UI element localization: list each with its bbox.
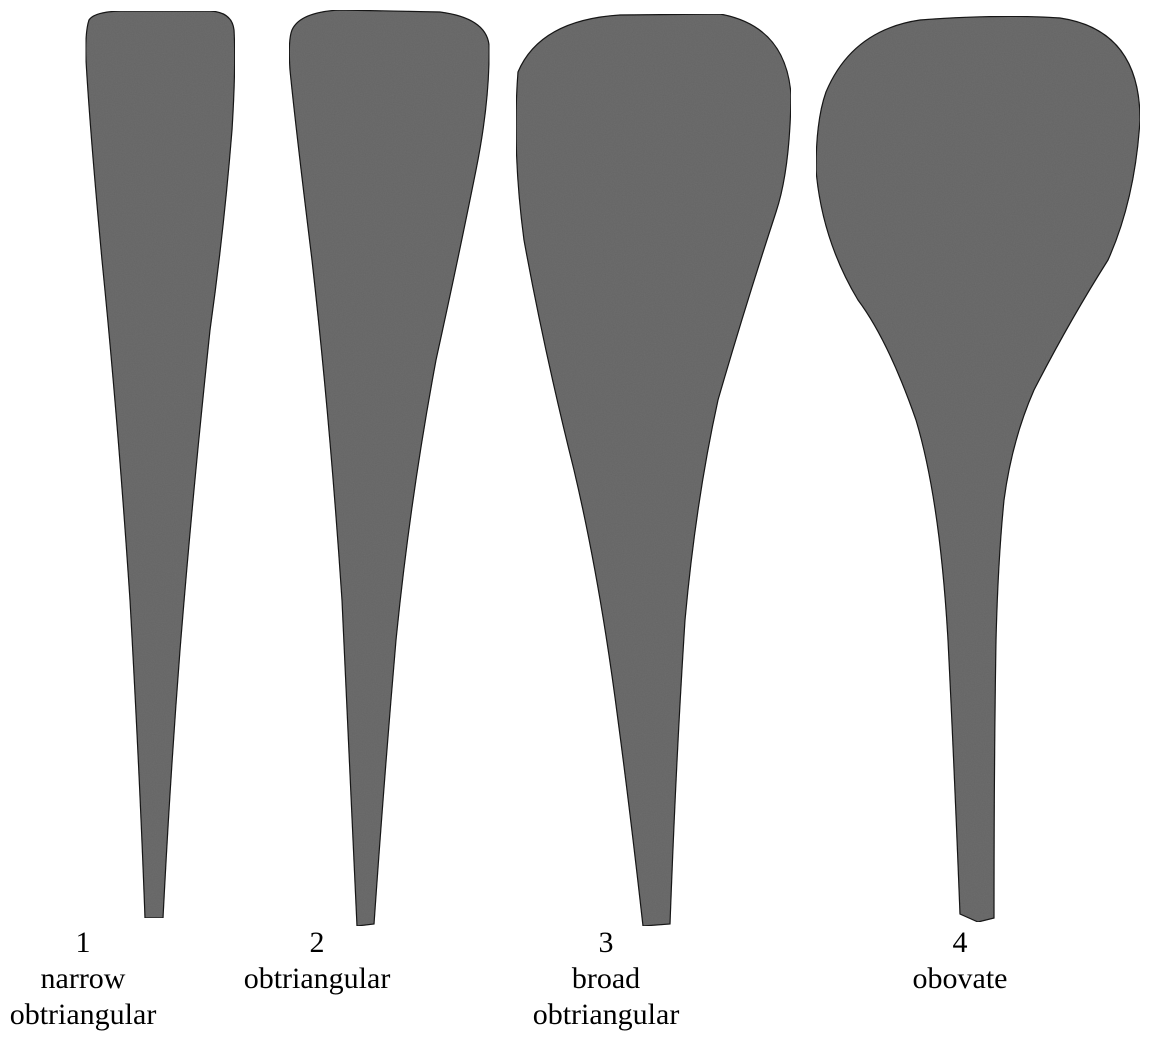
shape-4-obovate (816, 16, 1140, 922)
shape-number: 4 (870, 925, 1050, 961)
shape-label: narrow (0, 961, 166, 997)
shape-3-broad-obtriangular (516, 14, 791, 926)
caption-shape-3: 3 broad obtriangular (506, 925, 706, 1033)
shape-2-obtriangular (289, 10, 489, 926)
shape-label: broad (506, 961, 706, 997)
caption-shape-1: 1 narrow obtriangular (0, 925, 166, 1033)
shape-1-narrow-obtriangular (86, 11, 235, 918)
shape-number: 1 (0, 925, 166, 961)
shape-label: obtriangular (222, 961, 412, 997)
shape-number: 2 (222, 925, 412, 961)
caption-shape-2: 2 obtriangular (222, 925, 412, 997)
shape-label: obtriangular (0, 997, 166, 1033)
shape-label: obtriangular (506, 997, 706, 1033)
shape-label: obovate (870, 961, 1050, 997)
caption-shape-4: 4 obovate (870, 925, 1050, 997)
shape-number: 3 (506, 925, 706, 961)
